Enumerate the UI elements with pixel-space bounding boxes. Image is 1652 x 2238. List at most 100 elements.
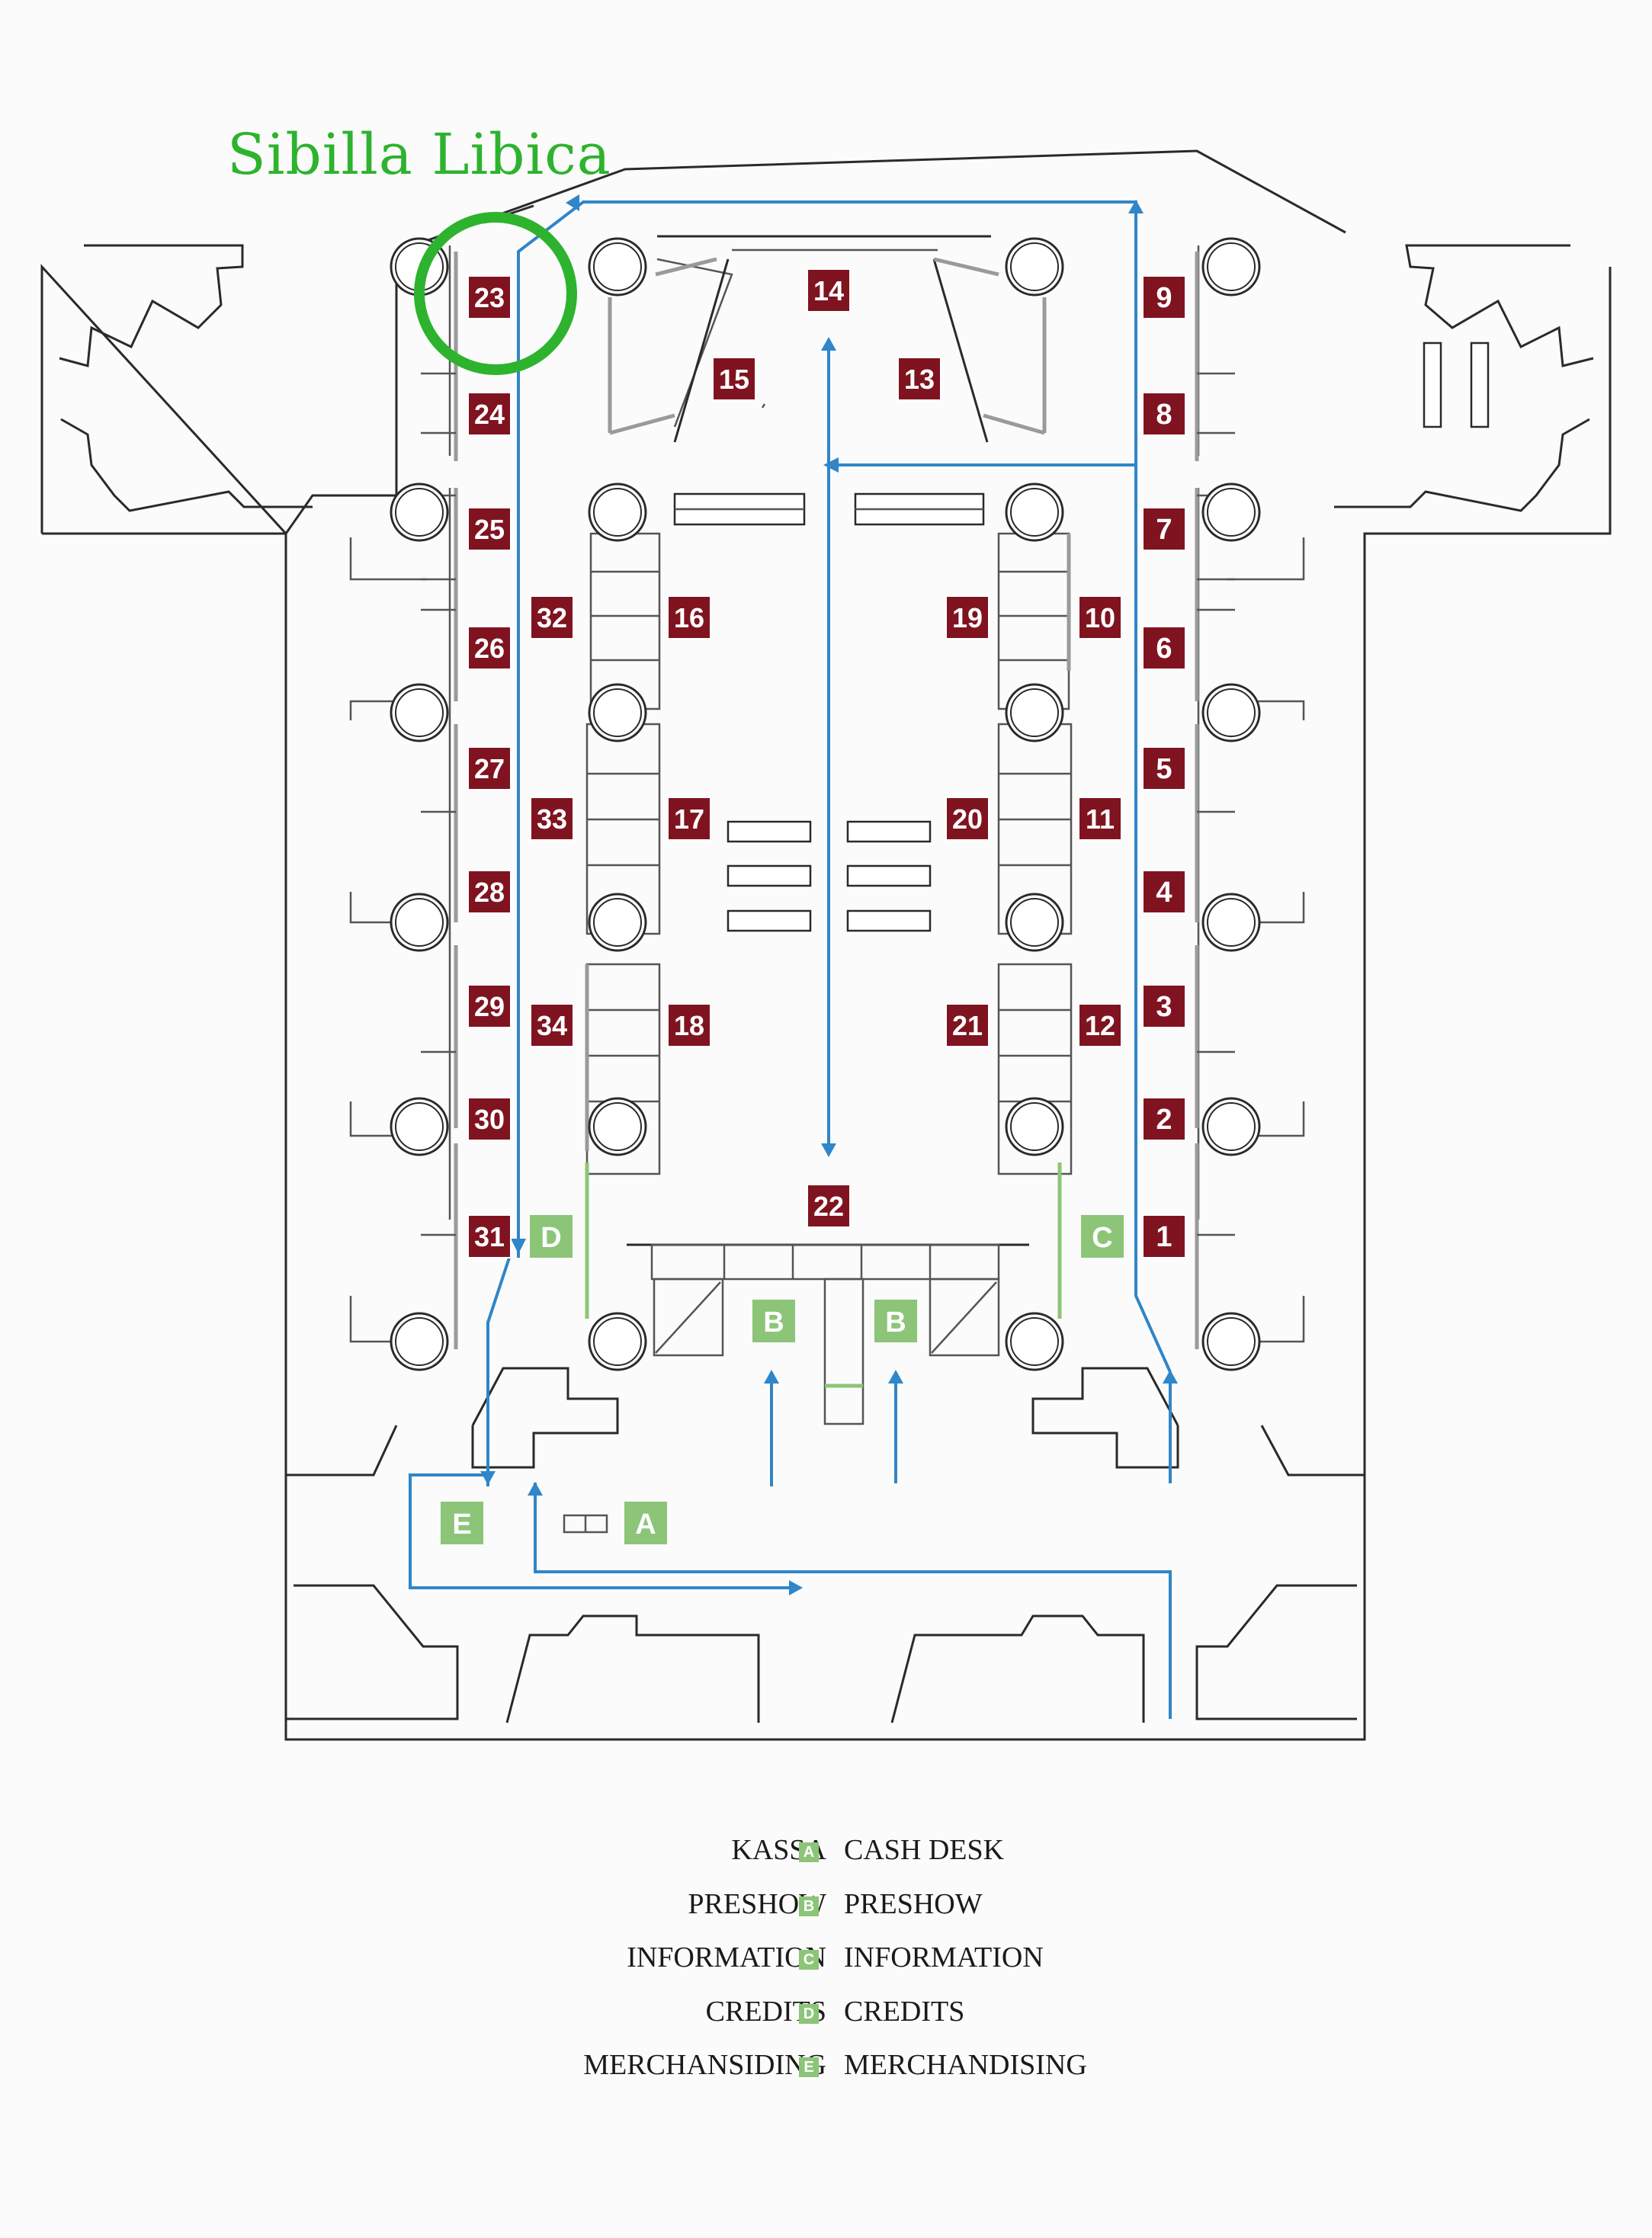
pillar [588,1097,647,1156]
pillar-inner [1010,1102,1059,1151]
stop-badge-2[interactable]: 2 [1142,1097,1186,1141]
stop-badge-8[interactable]: 8 [1142,392,1186,436]
visitor-route [409,194,1178,1719]
service-badge-C[interactable]: C [1081,1215,1124,1258]
stop-badge-10[interactable]: 10 [1078,595,1122,640]
pillar [1201,483,1261,542]
cash-desk-marker [563,1514,608,1534]
service-badge-A[interactable]: A [624,1502,667,1544]
stop-badge-33[interactable]: 33 [530,797,574,841]
stop-badge-label: 10 [1085,602,1115,633]
pillar [588,893,647,952]
stop-badge-box [1142,1097,1186,1141]
stop-badge-box [1078,595,1122,640]
stop-badge-21[interactable]: 21 [945,1003,990,1047]
stop-badge-label: 33 [537,803,567,835]
service-badge-D[interactable]: D [530,1215,573,1258]
pillar-inner [1010,688,1059,737]
pillar-inner [395,1317,444,1366]
stop-badge-15[interactable]: 15 [712,357,756,401]
stop-badge-box [897,357,941,401]
stop-badge-box [807,268,851,313]
pillar [1201,237,1261,297]
stop-badge-box [467,984,512,1028]
stop-badge-32[interactable]: 32 [530,595,574,640]
stop-badge-label: 6 [1156,633,1172,665]
pillar-inner [1207,488,1256,537]
pillar [390,1312,449,1371]
stop-badge-22[interactable]: 22 [807,1184,851,1228]
stop-badge-26[interactable]: 26 [467,626,512,670]
stop-badge-11[interactable]: 11 [1078,797,1122,841]
service-badge-B[interactable]: B [752,1300,795,1342]
pillars [390,237,1261,1371]
pillar [1201,893,1261,952]
legend-label-local: MERCHANSIDING [583,2049,826,2081]
legend-label-english: MERCHANDISING [844,2049,1087,2081]
stop-badge-label: 20 [952,803,983,835]
stop-badge-13[interactable]: 13 [897,357,941,401]
stop-badge-label: 17 [674,803,704,835]
pillar [390,1097,449,1156]
stop-badge-23[interactable]: 23 [467,275,512,319]
stop-badge-box [1142,984,1186,1028]
stop-badge-label: 14 [813,275,844,306]
pillar-inner [593,1102,642,1151]
pillar-inner [593,1317,642,1366]
building-walls [40,149,1612,1741]
stop-badge-14[interactable]: 14 [807,268,851,313]
stop-badge-label: 30 [474,1104,505,1135]
legend-code-chip: E [799,2057,819,2077]
stop-badge-9[interactable]: 9 [1142,275,1186,319]
pillar-inner [1010,488,1059,537]
stop-badge-label: 8 [1156,399,1172,431]
stop-badge-label: 13 [904,364,935,395]
pillar [1005,1097,1064,1156]
stop-badge-label: 24 [474,399,505,430]
stop-badge-19[interactable]: 19 [945,595,990,640]
stop-badge-box [1142,626,1186,670]
stop-badge-25[interactable]: 25 [467,507,512,551]
stop-badge-16[interactable]: 16 [667,595,711,640]
stop-badge-label: 31 [474,1221,505,1252]
highlight-circle [414,212,577,375]
stop-badge-box [467,1097,512,1141]
stop-badge-30[interactable]: 30 [467,1097,512,1141]
stop-badge-label: 26 [474,633,505,664]
stop-badge-box [1142,870,1186,914]
stop-badge-18[interactable]: 18 [667,1003,711,1047]
stop-badge-7[interactable]: 7 [1142,507,1186,551]
stop-badge-29[interactable]: 29 [467,984,512,1028]
stop-badge-28[interactable]: 28 [467,870,512,914]
legend-code-chip: D [799,2003,819,2024]
stop-badge-17[interactable]: 17 [667,797,711,841]
service-badge-E[interactable]: E [441,1502,483,1544]
stop-badge-1[interactable]: 1 [1142,1214,1186,1258]
stop-badge-box [467,275,512,319]
legend-label-english: INFORMATION [844,1941,1044,1973]
stop-badge-box [530,1003,574,1047]
stop-badge-12[interactable]: 12 [1078,1003,1122,1047]
service-badge-B[interactable]: B [874,1300,917,1342]
stop-badge-3[interactable]: 3 [1142,984,1186,1028]
stop-badge-34[interactable]: 34 [530,1003,574,1047]
pillar [390,483,449,542]
service-badge-label: C [1092,1222,1112,1254]
stop-badge-box [712,357,756,401]
stop-badge-5[interactable]: 5 [1142,746,1186,790]
pillar-inner [1010,242,1059,291]
stop-badge-24[interactable]: 24 [467,392,512,436]
stop-badge-20[interactable]: 20 [945,797,990,841]
stop-badge-31[interactable]: 31 [467,1214,512,1258]
service-badge-label: B [885,1307,906,1339]
stop-badge-27[interactable]: 27 [467,746,512,790]
stop-badge-4[interactable]: 4 [1142,870,1186,914]
stop-badge-box [1078,797,1122,841]
pillar [390,683,449,742]
stop-badge-6[interactable]: 6 [1142,626,1186,670]
annotation-label: Sibilla Libica [227,122,611,188]
